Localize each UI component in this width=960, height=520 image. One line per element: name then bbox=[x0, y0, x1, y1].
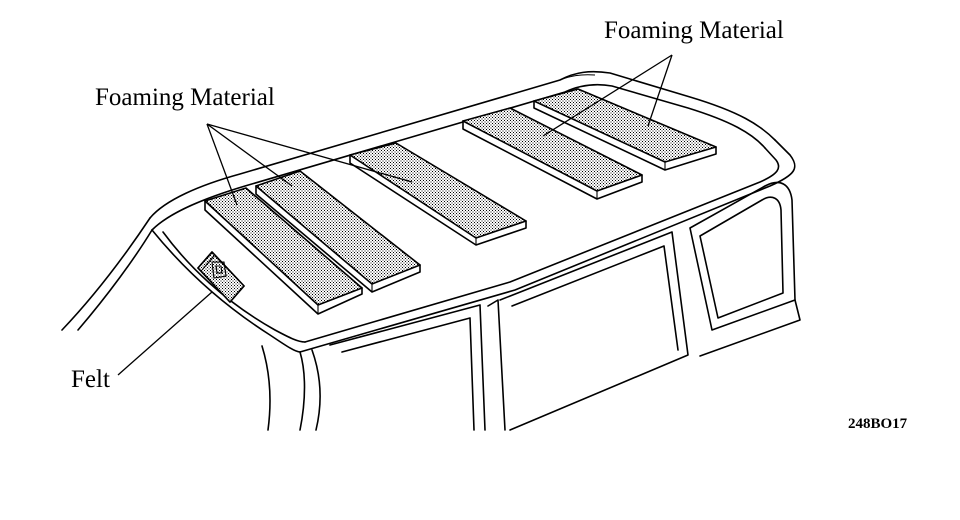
leader-foam-right-2 bbox=[647, 54, 673, 127]
leader-foam-left-1 bbox=[206, 123, 238, 206]
leader-felt bbox=[117, 291, 213, 376]
felt-pad bbox=[197, 251, 245, 303]
foaming-pad-3 bbox=[349, 142, 527, 246]
foaming-pads bbox=[204, 88, 717, 315]
leader-foam-right-1 bbox=[542, 54, 673, 137]
roof-outline bbox=[61, 70, 801, 431]
foaming-pad-2 bbox=[255, 170, 421, 293]
foaming-pad-5 bbox=[533, 88, 717, 171]
foaming-pad-4 bbox=[462, 107, 643, 200]
foaming-material-label-left: Foaming Material bbox=[95, 84, 275, 111]
leader-foam-left-2 bbox=[206, 123, 293, 187]
felt-label: Felt bbox=[71, 366, 110, 393]
foaming-material-label-right: Foaming Material bbox=[604, 17, 784, 44]
leader-foam-left-3 bbox=[206, 123, 413, 183]
leader-lines bbox=[117, 54, 673, 376]
figure-code: 248BO17 bbox=[848, 416, 908, 432]
